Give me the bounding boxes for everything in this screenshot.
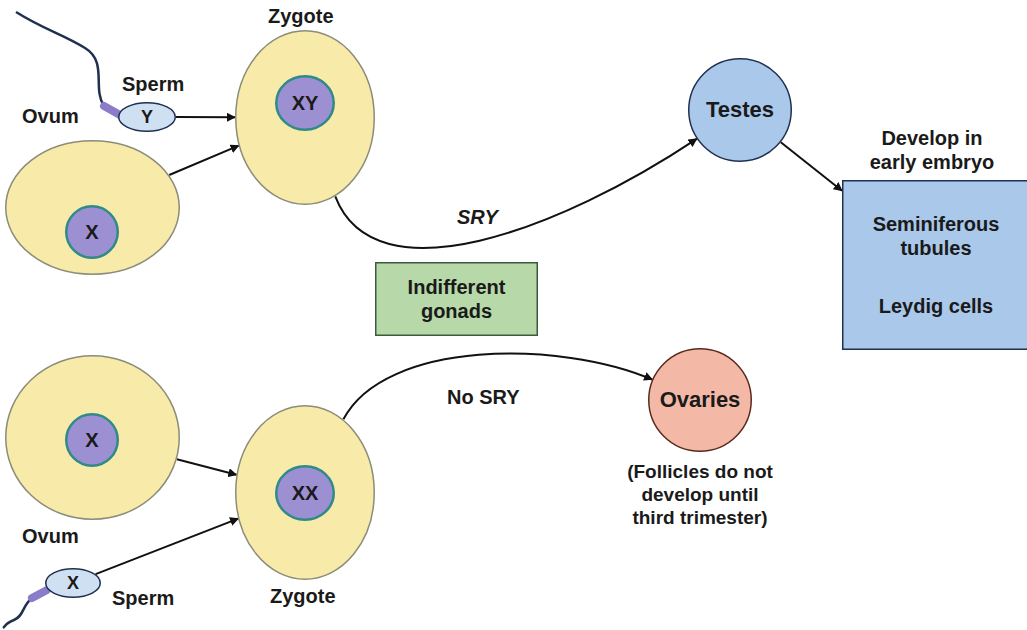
node-body: Testes (688, 58, 792, 162)
zygote-cell: ZygoteXY (235, 30, 375, 205)
arrow-connector (335, 139, 696, 248)
node-heading: Ovum (22, 104, 79, 128)
node-heading: Zygote (268, 4, 334, 28)
node-body: XX (275, 465, 335, 521)
node-heading: Sperm (122, 72, 184, 96)
node-body: Seminiferous tubulesLeydig cells (842, 180, 1027, 350)
nucleus: XX (275, 465, 335, 521)
node-body: X (65, 205, 119, 259)
node-body: X (65, 413, 119, 467)
edge-label: No SRY (445, 385, 522, 409)
nucleus-fill (276, 466, 334, 520)
arrow-connector (343, 354, 652, 420)
ovum-cell-fill (6, 356, 180, 520)
nucleus-fill (66, 206, 118, 258)
process-box: Indifferent gonads (375, 262, 538, 336)
node-text: XY (292, 91, 319, 115)
arrow-connector (177, 459, 237, 474)
node-text: Leydig cells (879, 294, 994, 318)
node-heading: Sperm (112, 586, 174, 610)
sperm-midpiece (104, 106, 120, 115)
node-text: Seminiferous tubules (846, 212, 1026, 260)
zygote-cell-fill (236, 31, 375, 205)
nucleus: X (65, 413, 119, 467)
node-text: Y (141, 105, 153, 129)
node-heading: Ovum (22, 524, 79, 548)
gonad-circle: Testes (688, 58, 792, 162)
node-body: Y (118, 102, 176, 132)
node-body: Ovaries (648, 348, 752, 452)
sperm-midpiece (32, 590, 47, 598)
sperm-cell-fill (119, 103, 176, 132)
node-text: X (85, 220, 98, 244)
edge-label: SRY (455, 205, 500, 229)
gonad-circle: Ovaries(Follicles do not develop until t… (648, 348, 752, 452)
sperm-cell-fill (46, 569, 101, 598)
node-heading: (Follicles do not develop until third tr… (620, 460, 780, 529)
arrow-connector (781, 142, 842, 190)
structure-box-outline (842, 180, 1027, 350)
nucleus-fill (276, 76, 334, 130)
sperm-cell: XSperm (45, 568, 101, 598)
node-text: X (67, 571, 79, 595)
zygote-cell-fill (236, 406, 375, 580)
structure-box: Seminiferous tubulesLeydig cellsDevelop … (842, 180, 1027, 350)
nucleus: X (65, 205, 119, 259)
node-text: Indifferent gonads (379, 275, 534, 323)
arrow-connector (176, 116, 235, 118)
node-heading: Zygote (270, 584, 336, 608)
nucleus-fill (66, 414, 118, 466)
process-box-outline (375, 262, 538, 336)
nucleus: XY (275, 75, 335, 131)
ovum-cell: OvumX (5, 140, 180, 275)
node-body: Indifferent gonads (375, 262, 538, 336)
arrow-connector (169, 146, 239, 175)
arrow-connector (96, 519, 239, 575)
node-body: XY (275, 75, 335, 131)
node-text: Ovaries (660, 388, 741, 412)
gonad-circle-fill (649, 349, 752, 452)
ovum-cell: OvumX (5, 355, 180, 520)
node-heading: Develop in early embryo (857, 126, 1007, 174)
node-text: XX (292, 481, 319, 505)
node-text: X (85, 428, 98, 452)
structure-box-fill (843, 181, 1027, 350)
sperm-tail (16, 12, 104, 106)
node-text: Testes (706, 98, 774, 122)
process-box-fill (376, 263, 538, 336)
gonad-circle-fill (689, 59, 792, 162)
ovum-cell-fill (6, 141, 180, 275)
zygote-cell: ZygoteXX (235, 405, 375, 580)
node-body: X (45, 568, 101, 598)
sperm-cell: YSperm (118, 102, 176, 132)
sperm-tail (3, 598, 32, 628)
